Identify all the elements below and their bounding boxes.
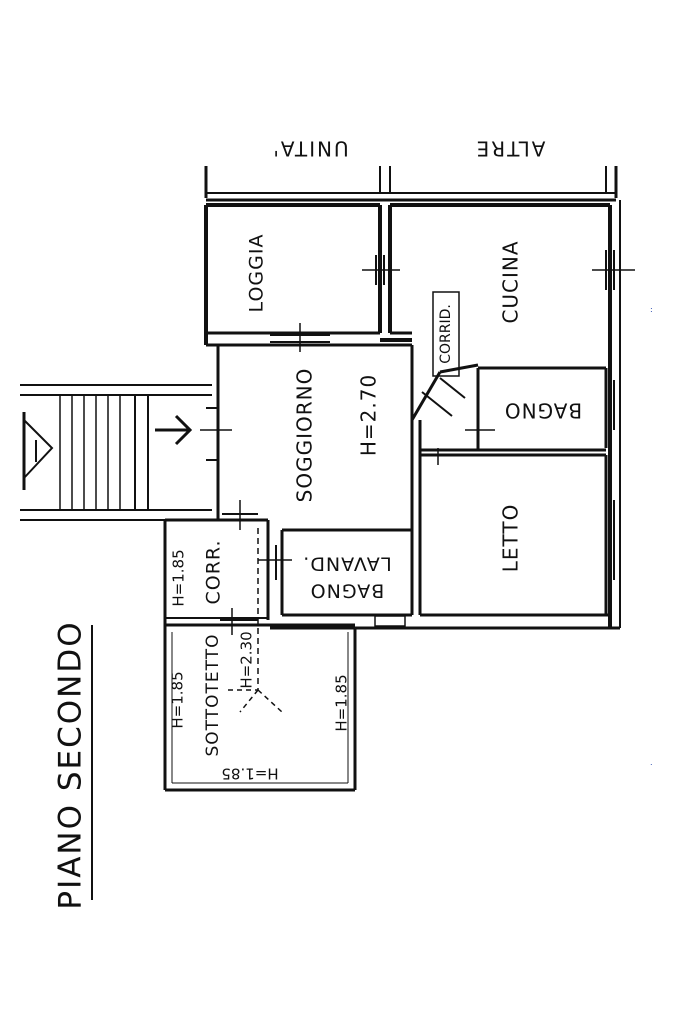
height-label-sottotetto-right: H=1.85	[333, 674, 351, 731]
room-label-lavand: LAVAND.	[302, 553, 391, 575]
stray-mark-top: :	[650, 305, 653, 314]
room-label-soggiorno: SOGGIORNO	[293, 368, 317, 503]
room-label-loggia: LOGGIA	[246, 234, 268, 313]
room-label-letto: LETTO	[499, 504, 523, 573]
room-label-corr: CORR.	[203, 540, 225, 605]
arrow-right-icon	[155, 414, 193, 446]
neighbour-boundary	[204, 166, 618, 202]
openings	[200, 250, 635, 713]
walls	[163, 200, 621, 792]
height-label-sottotetto-peak: H=2.30	[238, 631, 256, 688]
room-label-sottotetto: SOTTOTETTO	[203, 634, 223, 757]
room-label-cucina: CUCINA	[499, 240, 523, 323]
room-label-corrid-box: CORRID.	[432, 291, 460, 377]
room-label-bagno-lavand: BAGNO	[310, 580, 385, 602]
height-label-sottotetto-bottom: H=1.85	[221, 765, 278, 783]
neighbour-label-unita: UNITA'	[271, 137, 348, 161]
neighbour-label-altre: ALTRE	[475, 137, 546, 161]
room-label-corrid: CORRID.	[438, 304, 454, 364]
height-label-sottotetto-left: H=1.85	[169, 671, 187, 728]
staircase	[20, 384, 212, 521]
stray-mark-bottom: .	[650, 758, 653, 767]
floor-title: PIANO SECONDO	[53, 620, 89, 909]
height-label-soggiorno: H=2.70	[357, 374, 381, 456]
room-label-bagno-main: BAGNO	[504, 399, 582, 423]
height-label-corr: H=1.85	[170, 549, 188, 606]
